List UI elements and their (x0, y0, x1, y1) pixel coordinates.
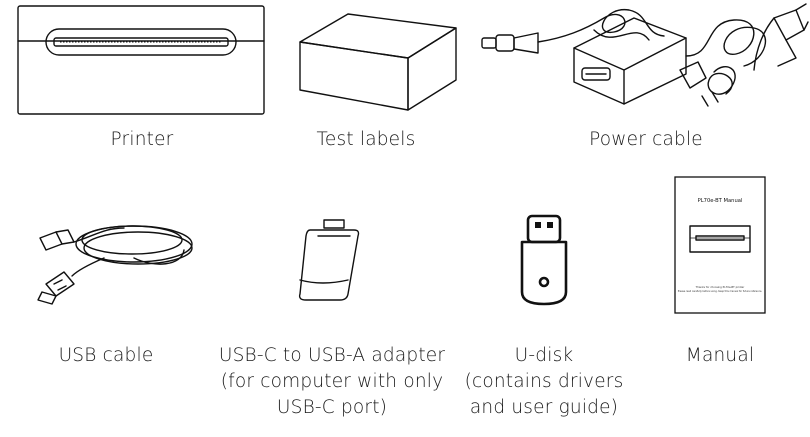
usb-cable-caption: USB cable (58, 345, 154, 366)
power-cable-caption: Power cable (589, 129, 703, 150)
manual-cover-title: PL70e-BT Manual (698, 198, 743, 204)
manual-image: PL70e-BT Manual Thanks for choosing PL70… (674, 176, 766, 314)
power-cable-image (474, 0, 810, 110)
manual-fine-print-1: Thanks for choosing PL70e-BT printer (696, 285, 746, 289)
adapter-caption: USB-C to USB-A adapter (for computer wit… (218, 345, 446, 418)
manual-caption: Manual (685, 345, 755, 366)
test-labels-image (296, 10, 460, 114)
adapter-image (292, 216, 366, 304)
printer-caption: Printer (110, 129, 174, 150)
u-disk-image (518, 212, 570, 308)
test-labels-caption: Test labels (316, 129, 416, 150)
u-disk-caption: U-disk (contains drivers and user guide) (464, 345, 624, 418)
printer-image (14, 4, 268, 118)
usb-cable-image (34, 214, 198, 306)
manual-fine-print-2: Please read carefully before using. Keep… (678, 290, 763, 293)
